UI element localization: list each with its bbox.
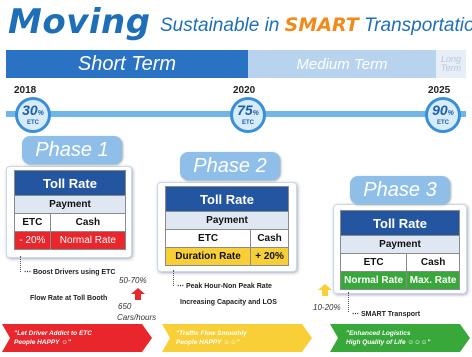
- phase-1-val-cash: Normal Rate: [49, 231, 127, 250]
- milestone-2020-percent: 75: [237, 102, 253, 118]
- note-smart-text: SMART Transport: [360, 311, 421, 318]
- note-boost-text: Boost Drivers using ETC: [32, 269, 116, 276]
- page-subtitle: Sustainable in SMART Transportation: [160, 14, 472, 37]
- note-10-20: 10-20%: [313, 303, 341, 312]
- page-title: Moving: [8, 2, 151, 42]
- subtitle-smart: SMART: [284, 14, 359, 36]
- subtitle-after: Transportation: [363, 15, 472, 36]
- phase-1-connector: [20, 256, 22, 272]
- phase-2-col-cash: Cash: [250, 229, 289, 248]
- milestone-2020-unit: %: [252, 110, 259, 117]
- phase-3-connector: [348, 292, 350, 312]
- subtitle-before: Sustainable in: [160, 15, 285, 36]
- phase-2-val-etc: Duration Rate: [164, 247, 252, 266]
- banner-2-line-1: "Traffic Flow Smoothly: [176, 330, 247, 337]
- year-2020: 2020: [233, 85, 256, 96]
- band-medium-term: Medium Term: [248, 50, 436, 78]
- note-peak-text: Peak Hour-Non Peak Rate: [185, 283, 272, 290]
- milestone-2025-label: ETC: [437, 120, 449, 126]
- milestone-2020: 75% ETC: [230, 97, 266, 133]
- banner-3: "Enhanced Logistics High Quality of Life…: [334, 325, 464, 351]
- arrow-up-icon-yellow: [318, 284, 332, 296]
- year-2018: 2018: [14, 85, 37, 96]
- phase-3-col-cash: Cash: [406, 253, 460, 272]
- banner-1-line-1: "Let Driver Addict to ETC: [14, 330, 92, 337]
- milestone-2018: 30% ETC: [15, 97, 51, 133]
- band-long-term: Long Term: [436, 50, 466, 78]
- banner-3-line-2: High Quality of Life ☺☺☺": [346, 339, 431, 346]
- banner-1-shape: [2, 324, 152, 352]
- phase-3-table-title: Toll Rate: [340, 210, 460, 236]
- note-cars-hours: Cars/hours: [117, 313, 157, 322]
- banner-1-line-2: People HAPPY ☺": [14, 339, 71, 346]
- phase-3-val-cash: Max. Rate: [406, 271, 460, 290]
- year-2025: 2025: [428, 85, 451, 96]
- phase-3-col-etc: ETC: [339, 253, 408, 272]
- phase-3-tab: Phase 3: [350, 176, 450, 204]
- milestone-2025-unit: %: [447, 110, 454, 117]
- banner-1: "Let Driver Addict to ETC People HAPPY ☺…: [2, 325, 142, 351]
- arrow-up-icon-red: [131, 288, 145, 300]
- note-boost: ⋯ Boost Drivers using ETC: [24, 269, 116, 276]
- note-smart: ⋯ SMART Transport: [352, 311, 421, 318]
- note-650: 650: [118, 302, 132, 311]
- phase-1-payment: Payment: [14, 195, 126, 214]
- phase-1-val-etc: - 20%: [14, 231, 51, 250]
- phase-2-table-title: Toll Rate: [165, 186, 289, 212]
- note-capacity: Increasing Capacity and LOS: [180, 299, 277, 306]
- phase-2-val-cash: + 20%: [250, 247, 289, 266]
- milestone-2018-label: ETC: [27, 120, 39, 126]
- phase-2-payment: Payment: [165, 211, 289, 230]
- phase-3-val-etc: Normal Rate: [339, 271, 408, 290]
- phase-2-connector: [173, 270, 175, 286]
- phase-1-col-cash: Cash: [49, 213, 127, 232]
- note-peak: ⋯ Peak Hour-Non Peak Rate: [177, 283, 272, 290]
- milestone-2020-label: ETC: [242, 120, 254, 126]
- note-50-70: 50-70%: [119, 276, 147, 285]
- banner-3-shape: [330, 324, 470, 352]
- milestone-2018-unit: %: [37, 110, 44, 117]
- banner-2-shape: [162, 324, 312, 352]
- note-flow: Flow Rate at Toll Booth: [30, 295, 108, 302]
- banner-3-line-1: "Enhanced Logistics: [346, 330, 411, 337]
- milestone-2025: 90% ETC: [425, 97, 461, 133]
- milestone-2018-percent: 30: [22, 102, 38, 118]
- phase-2-col-etc: ETC: [164, 229, 252, 248]
- phase-1-col-etc: ETC: [14, 213, 51, 232]
- phase-2-tab: Phase 2: [180, 152, 280, 180]
- milestone-2025-percent: 90: [432, 102, 448, 118]
- phase-3-payment: Payment: [340, 235, 460, 254]
- phase-1-table-title: Toll Rate: [14, 170, 126, 196]
- phase-1-tab: Phase 1: [22, 136, 122, 164]
- banner-2: "Traffic Flow Smoothly People HAPPY ☺☺": [164, 325, 304, 351]
- banner-2-line-2: People HAPPY ☺☺": [176, 339, 240, 346]
- band-short-term: Short Term: [6, 50, 248, 78]
